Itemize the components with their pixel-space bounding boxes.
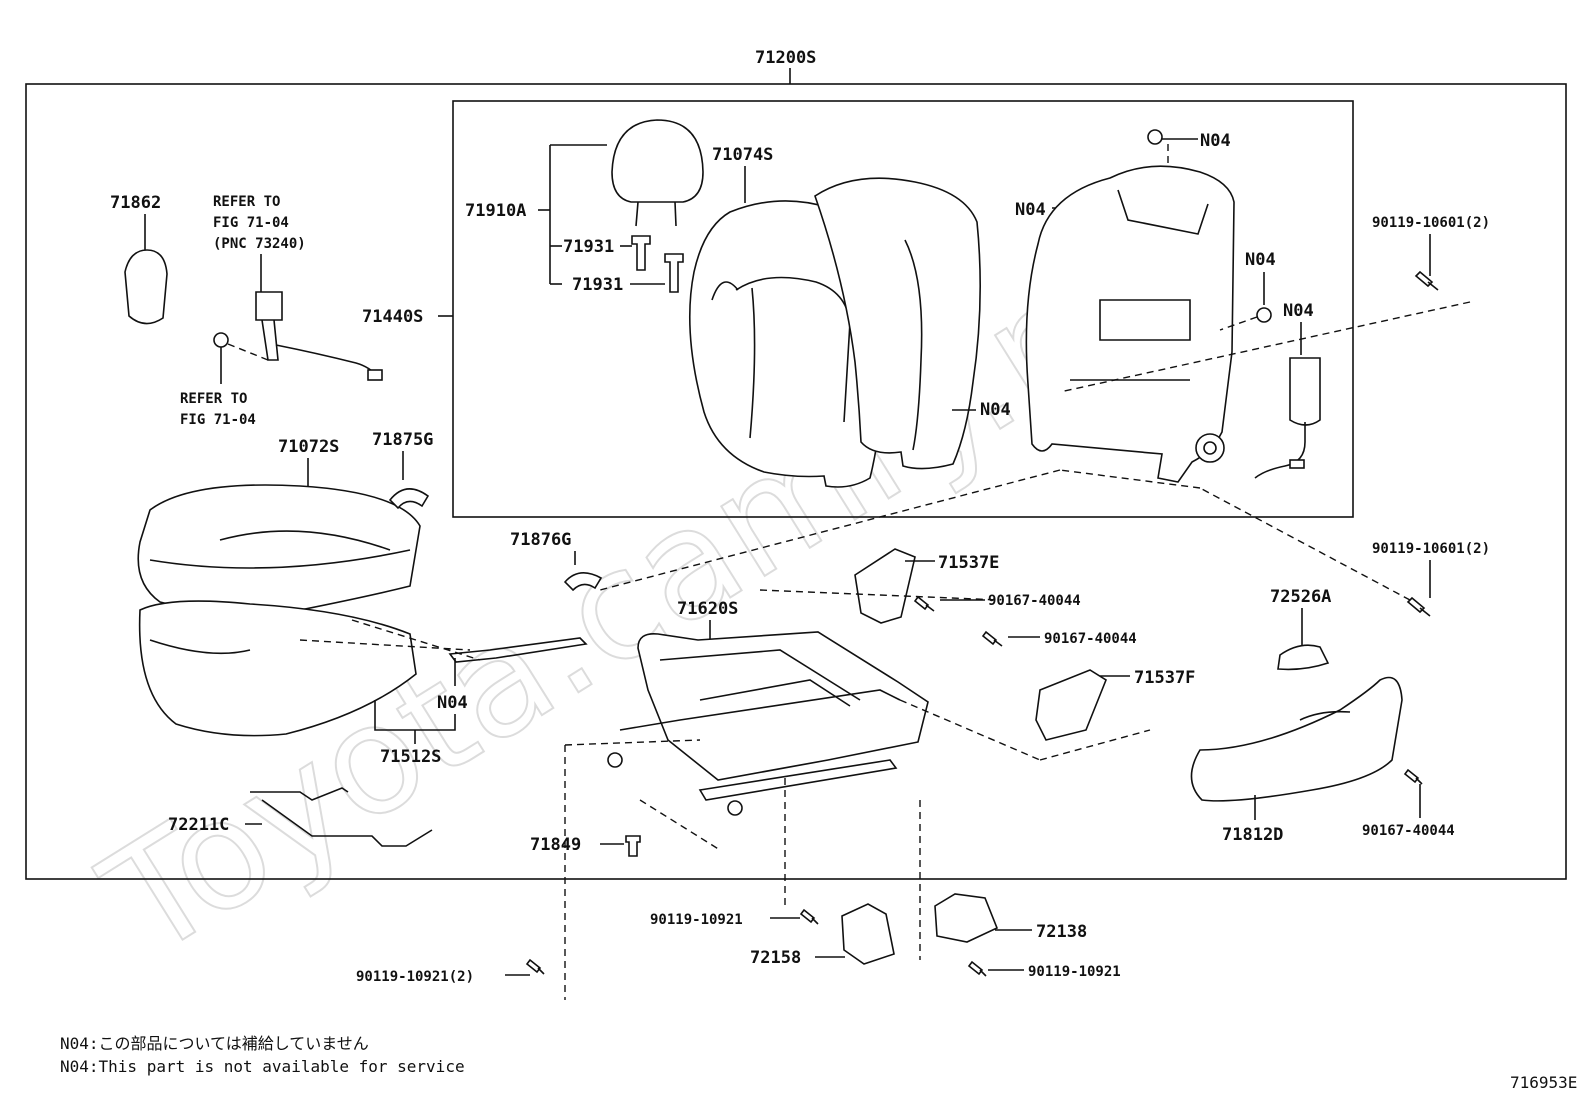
callout-71440S[interactable]: 71440S: [362, 307, 423, 327]
callout-72526A[interactable]: 72526A: [1270, 587, 1331, 607]
seatback-frame: [1025, 165, 1235, 483]
callout-71537F[interactable]: 71537F: [1134, 668, 1195, 688]
bolt-icon-upper: [1414, 270, 1439, 291]
callout-90119-921b[interactable]: 90119-10921: [1028, 964, 1121, 980]
callout-72138[interactable]: 72138: [1036, 922, 1087, 942]
footnote-en: N04:This part is not available for servi…: [60, 1057, 465, 1076]
bolt-icon-71537E: [913, 595, 935, 612]
seatback-subassembly-frame: [452, 100, 1354, 518]
callout-bolt-upper[interactable]: 90119-10601(2): [1372, 215, 1490, 231]
callout-71074S[interactable]: 71074S: [712, 145, 773, 165]
refer-note-1-line3: (PNC 73240): [213, 236, 306, 252]
assembly-frame: [25, 83, 1567, 880]
headrest-guide-cover: [124, 249, 168, 325]
callout-90119-921a[interactable]: 90119-10921: [650, 912, 743, 928]
headrest-support-b: [664, 253, 684, 293]
callout-71812D[interactable]: 71812D: [1222, 825, 1283, 845]
callout-90119-921c[interactable]: 90119-10921(2): [356, 969, 474, 985]
seat-track-frame: [637, 631, 929, 781]
recliner-gear-icon: [1195, 433, 1225, 463]
callout-71931-b[interactable]: 71931: [572, 275, 623, 295]
callout-71875G[interactable]: 71875G: [372, 430, 433, 450]
callout-71620S[interactable]: 71620S: [677, 599, 738, 619]
side-cover-71537F: [1035, 669, 1107, 741]
nut-icon-mid: [1256, 307, 1272, 323]
footnote-jp: N04:この部品については補給していません: [60, 1034, 369, 1053]
lever-knob: [1277, 644, 1330, 671]
figure-id: 716953E: [1510, 1073, 1577, 1092]
bracket-72158: [841, 903, 895, 965]
callout-n04-frame[interactable]: N04: [1015, 200, 1046, 220]
refer-note-1-line2: FIG 71-04: [213, 215, 289, 231]
bolt-icon-lower: [1406, 596, 1431, 617]
callout-n04-top[interactable]: N04: [1200, 131, 1231, 151]
pin-71849: [625, 835, 641, 857]
callout-71862[interactable]: 71862: [110, 193, 161, 213]
buckle-bolt-icon: [213, 332, 229, 348]
trim-cover-71875G: [388, 488, 430, 510]
side-cover-71537E: [854, 548, 916, 624]
seat-cushion-cover: [137, 484, 421, 614]
refer-note-2-line1: REFER TO: [180, 391, 247, 407]
headrest: [611, 119, 704, 203]
bolt-icon-72158: [799, 908, 819, 925]
track-wheel-icon-a: [607, 752, 623, 768]
seat-side-shield: [1190, 676, 1403, 802]
trim-cover-71876G: [563, 572, 603, 592]
callout-n04-airbag[interactable]: N04: [1283, 301, 1314, 321]
bracket-72138: [934, 893, 999, 943]
callout-71512S[interactable]: 71512S: [380, 747, 441, 767]
seatback-cover-rear: [814, 177, 981, 470]
callout-n04-mid[interactable]: N04: [1245, 250, 1276, 270]
callout-n04-seatback[interactable]: N04: [980, 400, 1011, 420]
nut-icon-top: [1147, 129, 1163, 145]
callout-71072S[interactable]: 71072S: [278, 437, 339, 457]
refer-note-1-line1: REFER TO: [213, 194, 280, 210]
seat-belt-buckle: [255, 291, 283, 361]
refer-note-2-line2: FIG 71-04: [180, 412, 256, 428]
callout-71876G[interactable]: 71876G: [510, 530, 571, 550]
callout-bolt-lower[interactable]: 90119-10601(2): [1372, 541, 1490, 557]
callout-71910A[interactable]: 71910A: [465, 201, 526, 221]
bolt-icon-adjuster: [525, 958, 545, 975]
callout-72158[interactable]: 72158: [750, 948, 801, 968]
bolt-icon-71537F: [981, 630, 1003, 647]
callout-71849[interactable]: 71849: [530, 835, 581, 855]
seat-pan-wire: [250, 787, 433, 847]
headrest-support-a: [631, 235, 651, 271]
callout-72211C[interactable]: 72211C: [168, 815, 229, 835]
callout-90167-b[interactable]: 90167-40044: [1044, 631, 1137, 647]
callout-90167-c[interactable]: 90167-40044: [1362, 823, 1455, 839]
assembly-label[interactable]: 71200S: [755, 48, 816, 68]
side-airbag: [1289, 357, 1321, 426]
bolt-icon-72138: [967, 960, 987, 977]
bolt-icon-71812D: [1403, 768, 1423, 785]
track-wheel-icon-b: [727, 800, 743, 816]
seat-wire: [448, 637, 588, 663]
callout-90167-a[interactable]: 90167-40044: [988, 593, 1081, 609]
callout-n04-wire[interactable]: N04: [437, 693, 468, 713]
callout-71931-a[interactable]: 71931: [563, 237, 614, 257]
seat-cushion-pad: [138, 600, 417, 737]
callout-71537E[interactable]: 71537E: [938, 553, 999, 573]
